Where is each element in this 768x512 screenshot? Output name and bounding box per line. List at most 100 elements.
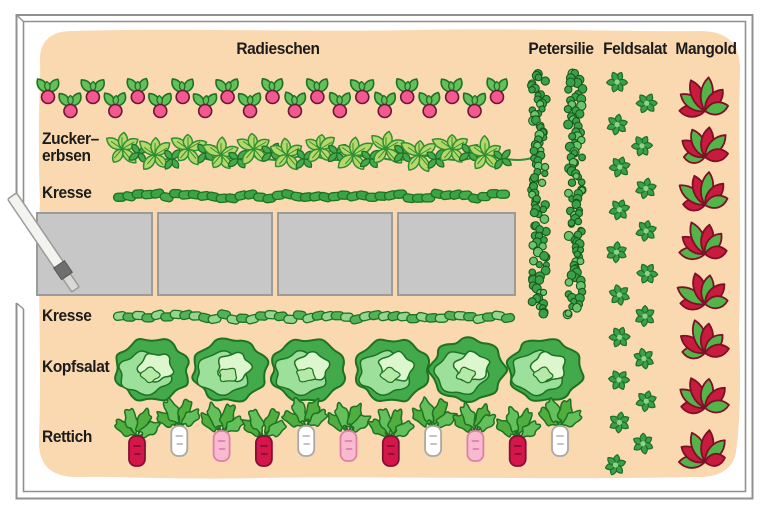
lettuce-plant [114, 337, 190, 402]
feldsalat-rosette [633, 432, 654, 455]
feldsalat-rosette [608, 156, 631, 178]
label-petersilie: Petersilie [528, 40, 594, 58]
radish-plant [237, 92, 262, 119]
radish-plant [192, 93, 218, 119]
parsley-column [562, 68, 588, 320]
label-rettich: Rettich [42, 428, 92, 446]
label-zuckererbsen: Zucker– erbsen [42, 131, 99, 165]
radish-plant [58, 92, 82, 119]
feldsalat-rosette [635, 93, 658, 114]
rettich-plant [367, 407, 415, 467]
radish-plant [373, 91, 397, 119]
rettich-plant [281, 396, 329, 457]
lettuce-plant [354, 338, 431, 403]
radish-plant [36, 78, 60, 105]
rettich-plant [156, 397, 201, 457]
rettich-plant [495, 405, 542, 467]
radish-plant [462, 92, 487, 119]
mangold-plant [681, 126, 729, 164]
stone [157, 212, 273, 296]
radish-row [36, 77, 509, 119]
pea-cluster [139, 136, 181, 171]
feldsalat-column [604, 71, 659, 476]
pea-cluster [269, 137, 314, 171]
feldsalat-rosette [635, 220, 657, 242]
lettuce-plant [191, 337, 270, 403]
feldsalat-rosette [608, 326, 631, 348]
radish-plant [261, 77, 284, 105]
feldsalat-rosette [608, 199, 631, 221]
radish-plant [80, 78, 105, 105]
cress-row-top [112, 188, 511, 204]
feldsalat-rosette [606, 71, 629, 93]
label-feldsalat: Feldsalat [603, 40, 667, 58]
mangold-plant [678, 221, 728, 261]
lettuce-plant [427, 336, 508, 404]
radish-plant [215, 78, 239, 105]
pea-cluster [337, 136, 380, 171]
label-zuckererbsen-line1: Zucker– [42, 130, 99, 148]
label-zuckererbsen-line2: erbsen [42, 147, 91, 165]
stone [397, 212, 516, 296]
radish-plant [328, 91, 351, 119]
label-kresse-bottom: Kresse [42, 307, 92, 325]
pea-cluster [468, 134, 512, 170]
sugar-pea-row [105, 130, 533, 173]
radish-plant [349, 79, 375, 105]
pea-cluster [105, 131, 150, 164]
pea-cluster [371, 130, 413, 164]
radish-plant [284, 91, 307, 119]
radish-plant [148, 92, 172, 119]
rettich-plant [200, 401, 246, 462]
label-radieschen: Radieschen [236, 40, 320, 58]
parsley-columns [527, 68, 588, 320]
rettich-plant [114, 407, 161, 467]
garden-tool [7, 192, 80, 293]
feldsalat-rosette [630, 135, 654, 157]
radish-plant [440, 77, 463, 105]
feldsalat-rosette [635, 390, 657, 413]
mangold-column [676, 76, 730, 469]
feldsalat-rosette [606, 241, 627, 264]
lettuce-plant [505, 338, 585, 402]
mangold-plant [679, 319, 730, 360]
parsley-column [527, 69, 551, 319]
feldsalat-rosette [604, 454, 627, 476]
feldsalat-rosette [635, 177, 657, 200]
radish-plant [418, 91, 441, 119]
lettuce-plant [269, 338, 347, 403]
lettuce-row [114, 336, 585, 404]
radish-plant [171, 78, 195, 105]
feldsalat-rosette [609, 411, 630, 434]
label-kopfsalat: Kopfsalat [42, 358, 110, 376]
rettich-plant [537, 396, 583, 457]
radish-plant [103, 92, 127, 119]
label-mangold: Mangold [675, 40, 737, 58]
rettich-plant [452, 401, 497, 462]
radish-plant [305, 78, 329, 105]
mangold-plant [676, 272, 729, 311]
rettich-row [114, 396, 583, 467]
stone [277, 212, 393, 296]
feldsalat-rosette [636, 263, 659, 284]
mangold-plant [679, 377, 730, 415]
radish-plant [126, 77, 149, 105]
mangold-plant [678, 76, 730, 118]
radish-plant [395, 78, 419, 105]
pea-cluster [170, 133, 216, 166]
mangold-plant [677, 429, 726, 469]
feldsalat-rosette [608, 284, 630, 306]
rettich-plant [241, 407, 287, 467]
radish-plant [486, 77, 509, 105]
cress-row-bottom [112, 309, 516, 325]
mangold-plant [678, 171, 729, 212]
feldsalat-rosette [607, 370, 631, 391]
pea-cluster [305, 133, 347, 163]
rettich-plant [327, 401, 372, 462]
pea-cluster [400, 139, 445, 173]
label-kresse-top: Kresse [42, 184, 92, 202]
feldsalat-rosette [606, 113, 628, 136]
feldsalat-rosette [635, 305, 655, 328]
